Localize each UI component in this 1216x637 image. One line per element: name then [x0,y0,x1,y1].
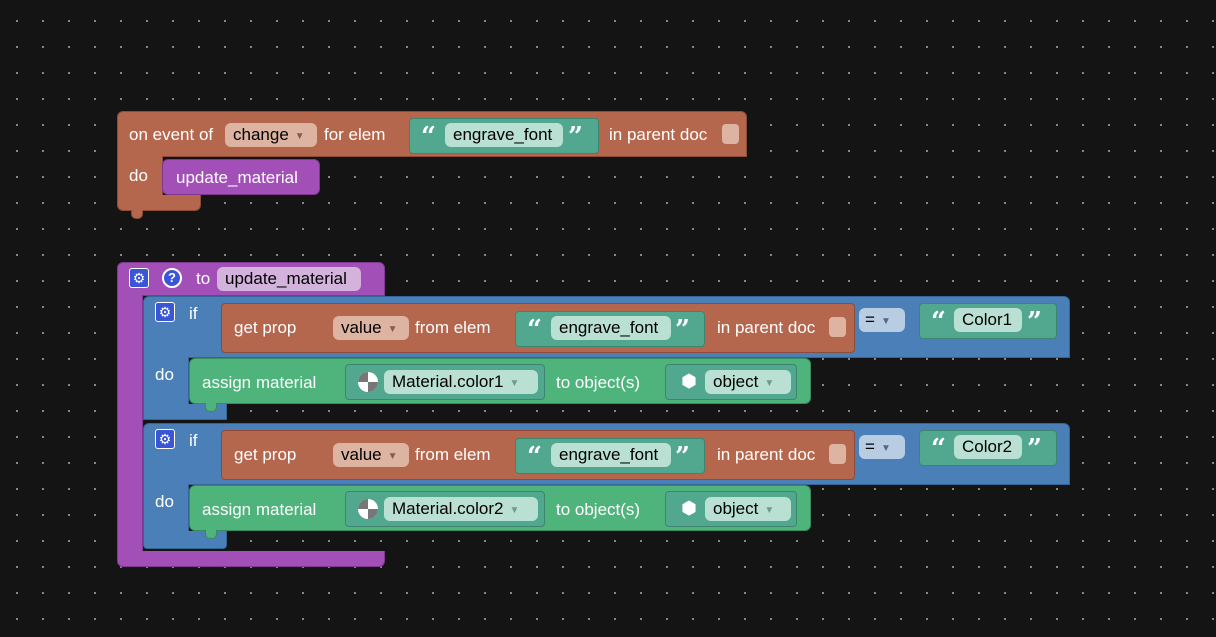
assign-block-notch [205,530,217,539]
for-elem-label: for elem [324,125,386,144]
parent-doc-empty-input[interactable] [829,317,846,337]
to-objects-label: to object(s) [556,500,641,519]
material-dropdown[interactable]: Material.color2 ▼ [384,497,538,521]
assign-material-label: assign material [202,373,317,392]
event-block-notch [131,210,143,219]
dropdown-arrow-icon: ▼ [387,324,398,335]
help-icon[interactable]: ? [162,268,182,288]
open-quote-icon: “ [421,122,436,152]
in-parent-doc-label: in parent doc [717,445,816,464]
dropdown-arrow-icon: ▼ [509,505,520,516]
close-quote-icon: ” [568,122,583,152]
call-update-material-block[interactable] [162,159,320,195]
assign-block-notch [205,403,217,412]
compare-string-field[interactable]: Color1 [954,308,1022,332]
material-sphere-icon [358,499,378,519]
if-label: if [189,304,198,323]
elem-string-field[interactable]: engrave_font [551,316,671,340]
if-block-1-arm [143,357,189,409]
do-label: do [155,492,174,511]
compare-string-value: Color2 [962,437,1013,456]
cube-icon: ⬢ [681,498,697,518]
in-parent-doc-label: in parent doc [717,318,816,337]
elem-string-field[interactable]: engrave_font [445,123,563,147]
dropdown-arrow-icon: ▼ [294,131,305,142]
object-value: object [713,372,759,391]
event-handler-block[interactable]: on event of change ▼ for elem “ engrave_f… [117,111,747,219]
dropdown-arrow-icon: ▼ [509,378,520,389]
material-value: Material.color2 [392,499,504,518]
elem-string-value: engrave_font [453,125,553,144]
compare-string-field[interactable]: Color2 [954,435,1022,459]
dropdown-arrow-icon: ▼ [764,505,775,516]
procedure-block-bottom [117,551,385,567]
elem-string-value: engrave_font [559,445,659,464]
operator-value: = [865,310,875,329]
to-objects-label: to object(s) [556,373,641,392]
close-quote-icon: ” [1027,434,1042,464]
parent-doc-empty-input[interactable] [722,124,739,144]
open-quote-icon: “ [931,434,946,464]
open-quote-icon: “ [527,442,542,472]
dropdown-arrow-icon: ▼ [880,443,891,454]
call-name-label: update_material [176,168,298,187]
open-quote-icon: “ [527,315,542,345]
do-label: do [129,166,148,185]
operator-dropdown[interactable]: =▼ [859,308,905,332]
if-block-2[interactable]: ⚙ if get prop value ▼ from elem “ engrave… [143,423,1070,551]
gear-icon[interactable]: ⚙ [155,429,175,449]
procedure-block-arm [117,295,143,553]
object-dropdown[interactable]: object ▼ [705,370,791,394]
get-prop-label: get prop [234,318,297,337]
in-parent-doc-label: in parent doc [609,125,708,144]
close-quote-icon: ” [1027,307,1042,337]
if-block-1[interactable]: ⚙ if get prop value ▼ from elem “ engrave… [143,296,1070,422]
prop-dropdown[interactable]: value ▼ [333,316,409,340]
procedure-name-field[interactable]: update_material [217,267,361,291]
event-value: change [233,125,289,144]
event-dropdown[interactable]: change ▼ [225,123,317,147]
cube-icon: ⬢ [681,371,697,391]
get-prop-label: get prop [234,445,297,464]
to-label: to [196,269,211,288]
close-quote-icon: ” [675,442,690,472]
object-dropdown[interactable]: object ▼ [705,497,791,521]
dropdown-arrow-icon: ▼ [387,451,398,462]
assign-material-label: assign material [202,500,317,519]
elem-string-field[interactable]: engrave_font [551,443,671,467]
event-block-bottom [117,195,201,211]
dropdown-arrow-icon: ▼ [880,316,891,327]
dropdown-arrow-icon: ▼ [764,378,775,389]
close-quote-icon: ” [675,315,690,345]
prop-value: value [341,445,382,464]
prop-value: value [341,318,382,337]
from-elem-label: from elem [415,445,491,464]
if-block-2-arm [143,484,189,536]
procedure-definition-block[interactable]: ⚙ ? to update_material ⚙ if get prop val… [117,262,1070,568]
object-value: object [713,499,759,518]
on-event-label: on event of [129,125,214,144]
gear-icon[interactable]: ⚙ [129,268,149,288]
material-value: Material.color1 [392,372,504,391]
prop-dropdown[interactable]: value ▼ [333,443,409,467]
compare-string-value: Color1 [962,310,1013,329]
from-elem-label: from elem [415,318,491,337]
material-dropdown[interactable]: Material.color1 ▼ [384,370,538,394]
procedure-name-value: update_material [225,269,347,288]
elem-string-value: engrave_font [559,318,659,337]
material-sphere-icon [358,372,378,392]
parent-doc-empty-input[interactable] [829,444,846,464]
operator-value: = [865,437,875,456]
open-quote-icon: “ [931,307,946,337]
if-label: if [189,431,198,450]
operator-dropdown[interactable]: =▼ [859,435,905,459]
do-label: do [155,365,174,384]
gear-icon[interactable]: ⚙ [155,302,175,322]
